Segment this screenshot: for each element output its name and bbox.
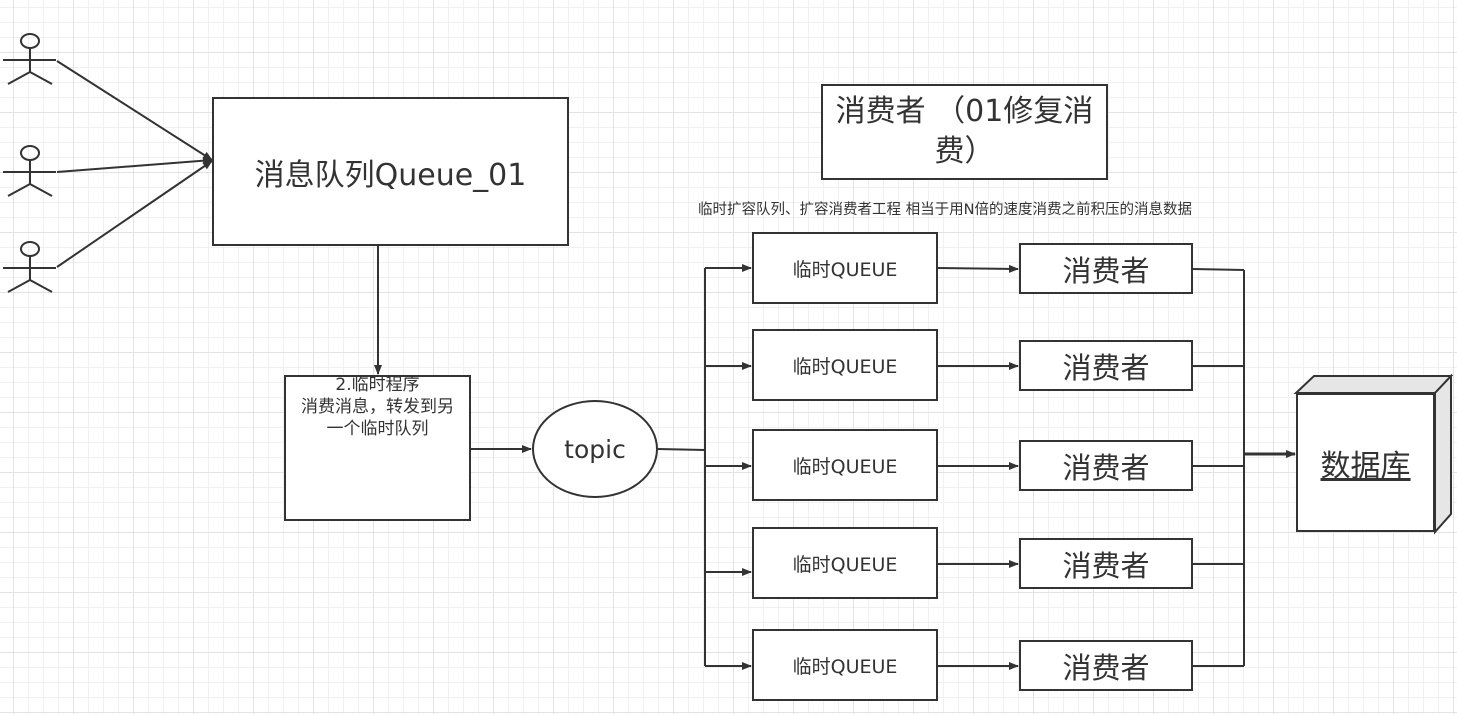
temp-queue-box[interactable]: 临时QUEUE <box>752 527 938 599</box>
temp-program-line1: 2.临时程序 <box>335 375 420 395</box>
edge-tq1-consumer1 <box>937 264 1019 273</box>
database-side-face <box>1434 373 1452 535</box>
temp-program-box[interactable]: 2.临时程序 消费消息，转发到另一个临时队列 <box>284 375 471 521</box>
consumer-title-box[interactable]: 消费者 （01修复消费） <box>821 84 1108 180</box>
annotation-text: 临时扩容队列、扩容消费者工程 相当于用N倍的速度消费之前积压的消息数据 <box>698 202 1192 218</box>
actor-icon <box>3 145 56 197</box>
consumer-box[interactable]: 消费者 <box>1019 640 1193 691</box>
temp-queue-label: 临时QUEUE <box>792 355 898 378</box>
temp-queue-label: 临时QUEUE <box>792 455 898 478</box>
consumer-box[interactable]: 消费者 <box>1019 340 1193 391</box>
database-box[interactable]: 数据库 <box>1296 393 1435 532</box>
temp-queue-label: 临时QUEUE <box>792 553 898 576</box>
edge-actor2-queue <box>56 156 213 173</box>
consumer-label: 消费者 <box>1062 450 1150 485</box>
actor-icon <box>3 33 56 85</box>
edge-actor1-queue <box>56 60 213 161</box>
consumer-title-label: 消费者 （01修复消费） <box>835 94 1094 169</box>
temp-queue-box[interactable]: 临时QUEUE <box>752 429 938 501</box>
topic-ellipse[interactable]: topic <box>532 400 658 498</box>
temp-queue-box[interactable]: 临时QUEUE <box>752 629 938 701</box>
consumer-label: 消费者 <box>1062 350 1150 385</box>
database-top-face <box>1293 375 1454 394</box>
main-queue-box[interactable]: 消息队列Queue_01 <box>212 97 569 246</box>
consumer-label: 消费者 <box>1062 650 1150 685</box>
temp-program-line2: 消费消息，转发到另一个临时队列 <box>301 397 454 439</box>
consumer-box[interactable]: 消费者 <box>1019 538 1193 589</box>
database-label: 数据库 <box>1320 448 1411 484</box>
main-queue-label: 消息队列Queue_01 <box>254 157 527 193</box>
consumer-box[interactable]: 消费者 <box>1019 440 1193 491</box>
edge-actor3-queue <box>56 160 213 268</box>
temp-queue-box[interactable]: 临时QUEUE <box>752 232 938 304</box>
topic-label: topic <box>564 434 626 464</box>
consumer-box[interactable]: 消费者 <box>1019 243 1193 294</box>
actor-icon <box>3 241 56 293</box>
temp-queue-label: 临时QUEUE <box>792 258 898 281</box>
temp-queue-box[interactable]: 临时QUEUE <box>752 329 938 401</box>
consumer-label: 消费者 <box>1062 253 1150 288</box>
consumer-label: 消费者 <box>1062 548 1150 583</box>
temp-queue-label: 临时QUEUE <box>792 655 898 678</box>
